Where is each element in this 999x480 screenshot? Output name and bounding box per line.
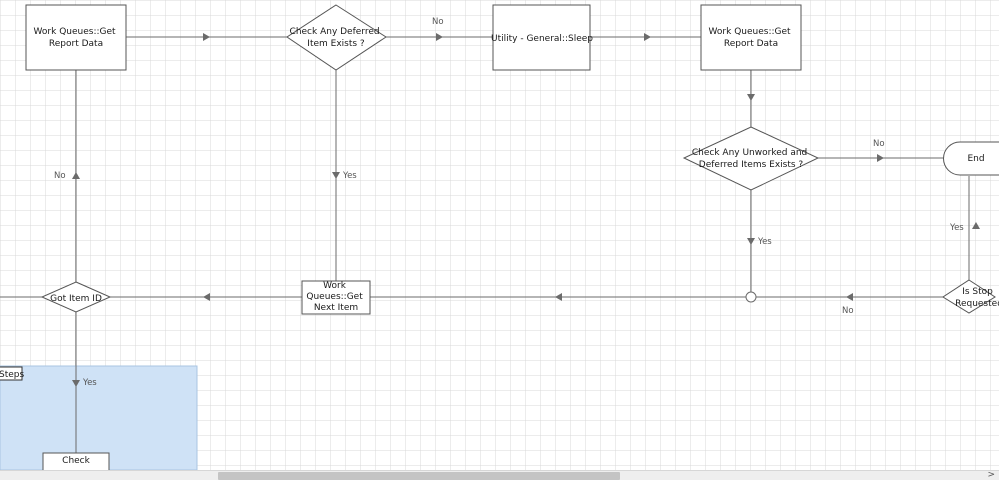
svg-text:Work Queues::Get Report: Work Queues::Get Report Data xyxy=(709,27,794,49)
horizontal-scrollbar-thumb[interactable] xyxy=(218,472,620,480)
edge-label-gotitem-yes: Yes xyxy=(82,378,97,388)
junction-circle[interactable] xyxy=(745,291,757,303)
arrow-right-2 xyxy=(436,33,443,41)
node-label: Got Item ID xyxy=(50,294,102,304)
flow-diagram-canvas[interactable]: Steps Work Q xyxy=(0,0,999,470)
scroll-right-arrow-icon[interactable]: > xyxy=(987,470,995,480)
arrow-down-4 xyxy=(72,380,80,387)
action-work-queues-get-report-data-1[interactable]: Work Queues::Get Report Data xyxy=(25,4,127,71)
decision-got-item-id[interactable]: Got Item ID xyxy=(40,281,112,313)
edge-label-unworked-yes: Yes xyxy=(757,237,772,247)
action-utility-general-sleep[interactable]: Utility - General::Sleep xyxy=(491,4,593,71)
node-label-line: Check Any Deferred xyxy=(290,27,380,37)
decision-check-any-unworked[interactable]: Check Any Unworked and Deferred Items Ex… xyxy=(682,126,820,191)
horizontal-scrollbar[interactable]: > xyxy=(0,470,999,480)
edge-label-gotitem-no: No xyxy=(54,171,66,181)
node-label-line: Deferred Items Exists ? xyxy=(699,160,804,170)
arrow-right-1 xyxy=(203,33,210,41)
arrow-left-1 xyxy=(846,293,853,301)
end-terminator[interactable]: End xyxy=(943,141,999,176)
node-label-line: Check Any Unworked and xyxy=(692,148,807,158)
node-label: Check xyxy=(62,456,90,466)
svg-text:Work Queues::Get Report: Work Queues::Get Report Data xyxy=(34,27,119,49)
svg-text:Is Stop Requested: Is Stop Requested xyxy=(955,287,999,309)
arrowheads xyxy=(72,33,980,387)
svg-text:Check Any Unworked and D: Check Any Unworked and Deferred Items Ex… xyxy=(692,148,810,170)
arrow-down-3 xyxy=(332,172,340,179)
node-label-line: Queues::Get xyxy=(306,292,363,302)
svg-text:Check Any Deferred Item: Check Any Deferred Item Exists ? xyxy=(290,27,383,49)
arrow-up-2 xyxy=(72,172,80,179)
node-label-line: Report Data xyxy=(49,39,103,49)
node-label-line: Is Stop xyxy=(962,287,993,297)
arrow-left-3 xyxy=(203,293,210,301)
node-label-line: Item Exists ? xyxy=(307,39,365,49)
node-label: Utility - General::Sleep xyxy=(491,34,593,44)
decision-is-stop-requested[interactable]: Is Stop Requested xyxy=(942,279,999,314)
action-work-queues-get-report-data-2[interactable]: Work Queues::Get Report Data xyxy=(700,4,802,71)
node-label-line: Report Data xyxy=(724,39,778,49)
arrow-down-1 xyxy=(747,94,755,101)
edge-label-stop-yes: Yes xyxy=(949,223,964,233)
node-label-line: Work Queues::Get xyxy=(709,27,791,37)
action-check-partial[interactable]: Check xyxy=(42,452,110,470)
node-label-line: Requested xyxy=(955,299,999,309)
edge-label-unworked-no: No xyxy=(873,139,885,149)
node-label: End xyxy=(967,154,984,164)
edge-label-deferred-yes: Yes xyxy=(342,171,357,181)
edge-label-deferred-no: No xyxy=(432,17,444,27)
arrow-left-2 xyxy=(555,293,562,301)
node-label-line: Work Queues::Get xyxy=(34,27,116,37)
svg-text:Work Queues::Get N: Work Queues::Get Next Item xyxy=(306,281,365,313)
arrow-right-3 xyxy=(644,33,651,41)
node-label-line: Work xyxy=(323,281,347,291)
edge-labels: No Yes No Yes Yes No No Yes xyxy=(54,17,964,388)
edge-label-stop-no: No xyxy=(842,306,854,316)
decision-check-any-deferred[interactable]: Check Any Deferred Item Exists ? xyxy=(286,4,387,71)
steps-block-tag: Steps xyxy=(0,366,24,381)
arrow-up-1 xyxy=(972,222,980,229)
action-work-queues-get-next-item[interactable]: Work Queues::Get Next Item xyxy=(301,280,371,315)
arrow-down-2 xyxy=(747,238,755,245)
node-label-line: Next Item xyxy=(314,303,358,313)
steps-block-label: Steps xyxy=(0,370,24,380)
arrow-right-4 xyxy=(877,154,884,162)
